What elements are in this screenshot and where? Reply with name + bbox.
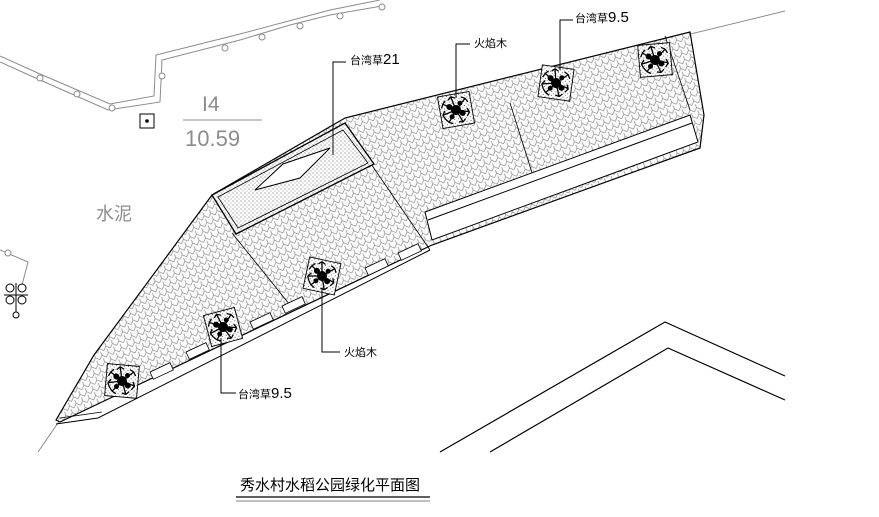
flame-tree-symbol (104, 363, 140, 399)
survey-point-icon (139, 113, 155, 129)
grid-code-label: I4 (202, 93, 220, 116)
material-label: 水泥 (96, 204, 132, 224)
grass-label-middle: 台湾草21 (350, 51, 400, 68)
leader-lines (220, 19, 573, 394)
flame-tree-symbol (537, 64, 575, 102)
edge-slabs (149, 243, 422, 380)
grass-label-top-name: 台湾草 (575, 11, 608, 25)
paved-park-area (55, 31, 705, 425)
elevation-label: 10.59 (185, 126, 240, 151)
road-edge-lines (439, 321, 786, 453)
grass-label-middle-value: 21 (383, 51, 400, 68)
tree-label-top: 火焰木 (474, 36, 507, 50)
grass-label-top: 台湾草9.5 (575, 9, 629, 26)
flame-tree-symbol (637, 42, 673, 78)
tree-label-bottom: 火焰木 (344, 345, 377, 359)
grass-label-bottom-value: 9.5 (271, 385, 292, 402)
grass-label-middle-name: 台湾草 (350, 53, 383, 67)
grass-label-bottom-name: 台湾草 (238, 387, 271, 401)
utility-symbol-icon (4, 283, 28, 319)
walkway-strip (424, 114, 699, 241)
drawing-title: 秀水村水稻公园绿化平面图 (240, 476, 420, 494)
background-survey-dots (4, 3, 386, 257)
grass-label-bottom: 台湾草9.5 (238, 385, 292, 402)
grass-label-top-value: 9.5 (608, 9, 629, 26)
